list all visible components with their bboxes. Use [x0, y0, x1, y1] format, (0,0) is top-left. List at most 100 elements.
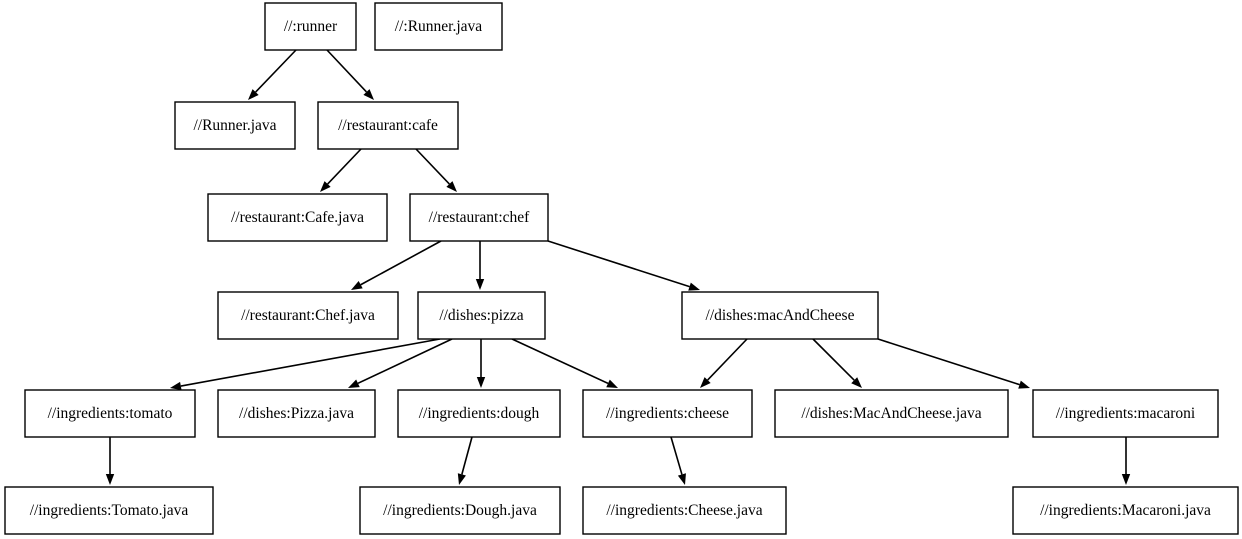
edge-arrowhead	[105, 474, 115, 485]
edge-arrowhead	[446, 181, 457, 192]
node-box[interactable]	[681, 291, 879, 340]
graph-edge	[170, 338, 441, 391]
graph-edge	[877, 338, 1030, 389]
node-label: //restaurant:chef	[429, 209, 531, 226]
node-box[interactable]	[582, 389, 753, 438]
edge-arrowhead	[457, 473, 466, 485]
edge-arrowhead	[1018, 380, 1030, 389]
node-label: //Runner.java	[193, 117, 276, 134]
edge-line	[327, 148, 362, 185]
edge-arrowhead	[363, 89, 374, 100]
edge-arrowhead	[1121, 474, 1131, 485]
graph-node-runner[interactable]: //:runner	[264, 2, 357, 51]
edge-arrowhead	[475, 279, 485, 290]
node-box[interactable]	[1032, 389, 1219, 438]
graph-edge	[547, 240, 700, 291]
edge-arrowhead	[170, 381, 182, 391]
graph-edge	[700, 338, 748, 388]
node-label: //ingredients:tomato	[48, 405, 173, 422]
edge-arrowhead	[688, 282, 700, 291]
graph-edge	[457, 436, 473, 485]
edge-line	[877, 338, 1020, 386]
edge-line	[461, 436, 473, 475]
node-box[interactable]	[207, 193, 388, 242]
edge-line	[360, 240, 442, 286]
graph-node-ing_dough_java[interactable]: //ingredients:Dough.java	[359, 486, 561, 535]
graph-edge	[1121, 437, 1131, 485]
graph-node-ing_cheese_java[interactable]: //ingredients:Cheese.java	[582, 486, 787, 535]
edge-arrowhead	[677, 473, 686, 485]
node-box[interactable]	[397, 389, 561, 438]
graph-node-restaurant_chef_java[interactable]: //restaurant:Chef.java	[217, 291, 399, 340]
node-label: //:runner	[284, 18, 338, 35]
graph-node-restaurant_cafe[interactable]: //restaurant:cafe	[317, 101, 459, 150]
node-label: //restaurant:cafe	[338, 117, 438, 134]
graph-node-ing_macaroni_java[interactable]: //ingredients:Macaroni.java	[1012, 486, 1239, 535]
node-box[interactable]	[317, 101, 459, 150]
graph-node-ing_tomato[interactable]: //ingredients:tomato	[24, 389, 196, 438]
node-box[interactable]	[359, 486, 561, 535]
edge-arrowhead	[320, 181, 331, 192]
node-box[interactable]	[174, 101, 296, 150]
graph-edge	[476, 339, 486, 388]
node-box[interactable]	[774, 389, 1009, 438]
graph-node-dishes_mac_java[interactable]: //dishes:MacAndCheese.java	[774, 389, 1009, 438]
graph-node-runner_java_root[interactable]: //:Runner.java	[374, 2, 503, 51]
graph-edge	[320, 148, 362, 192]
node-label: //restaurant:Cafe.java	[231, 209, 364, 226]
edge-line	[707, 338, 748, 381]
node-box[interactable]	[1012, 486, 1239, 535]
node-box[interactable]	[217, 389, 376, 438]
node-label: //:Runner.java	[395, 18, 483, 35]
graph-nodes-layer: //:runner //:Runner.java //Runner.java //re…	[4, 2, 1239, 535]
node-box[interactable]	[582, 486, 787, 535]
node-label: //ingredients:cheese	[606, 405, 729, 422]
node-label: //ingredients:Cheese.java	[606, 502, 762, 519]
node-box[interactable]	[409, 193, 549, 242]
edge-line	[547, 240, 690, 288]
edge-line	[812, 338, 855, 381]
edge-line	[326, 49, 368, 93]
graph-edge	[105, 437, 115, 485]
node-label: //ingredients:macaroni	[1056, 405, 1196, 422]
graph-edges-layer	[105, 49, 1131, 485]
graph-node-dishes_mac[interactable]: //dishes:macAndCheese	[681, 291, 879, 340]
graph-node-runner_java[interactable]: //Runner.java	[174, 101, 296, 150]
graph-node-restaurant_cafe_java[interactable]: //restaurant:Cafe.java	[207, 193, 388, 242]
edge-arrowhead	[348, 379, 360, 388]
node-label: //ingredients:Dough.java	[383, 502, 537, 519]
graph-node-ing_macaroni[interactable]: //ingredients:macaroni	[1032, 389, 1219, 438]
edge-arrowhead	[248, 89, 259, 100]
node-box[interactable]	[24, 389, 196, 438]
edge-arrowhead	[351, 281, 363, 290]
edge-line	[255, 49, 297, 93]
edge-arrowhead	[606, 379, 618, 388]
graph-edge	[415, 148, 457, 192]
node-label: //dishes:MacAndCheese.java	[801, 405, 981, 422]
edge-line	[357, 338, 453, 385]
graph-node-restaurant_chef[interactable]: //restaurant:chef	[409, 193, 549, 242]
node-label: //ingredients:dough	[419, 405, 540, 422]
node-box[interactable]	[217, 291, 399, 340]
graph-node-dishes_pizza_java[interactable]: //dishes:Pizza.java	[217, 389, 376, 438]
edge-arrowhead	[851, 377, 862, 388]
graph-edge	[511, 338, 618, 388]
edge-line	[511, 338, 609, 385]
graph-node-ing_tomato_java[interactable]: //ingredients:Tomato.java	[4, 486, 214, 535]
node-box[interactable]	[374, 2, 503, 51]
edge-line	[670, 436, 683, 475]
graph-node-ing_cheese[interactable]: //ingredients:cheese	[582, 389, 753, 438]
graph-edge	[812, 338, 862, 388]
node-box[interactable]	[417, 291, 546, 340]
edge-line	[180, 338, 441, 387]
node-label: //ingredients:Macaroni.java	[1040, 502, 1211, 519]
graph-node-ing_dough[interactable]: //ingredients:dough	[397, 389, 561, 438]
node-label: //ingredients:Tomato.java	[30, 502, 189, 519]
graph-node-dishes_pizza[interactable]: //dishes:pizza	[417, 291, 546, 340]
graph-edge	[248, 49, 297, 100]
edge-arrowhead	[476, 377, 486, 388]
edge-arrowhead	[700, 377, 711, 388]
node-box[interactable]	[4, 486, 214, 535]
node-box[interactable]	[264, 2, 357, 51]
